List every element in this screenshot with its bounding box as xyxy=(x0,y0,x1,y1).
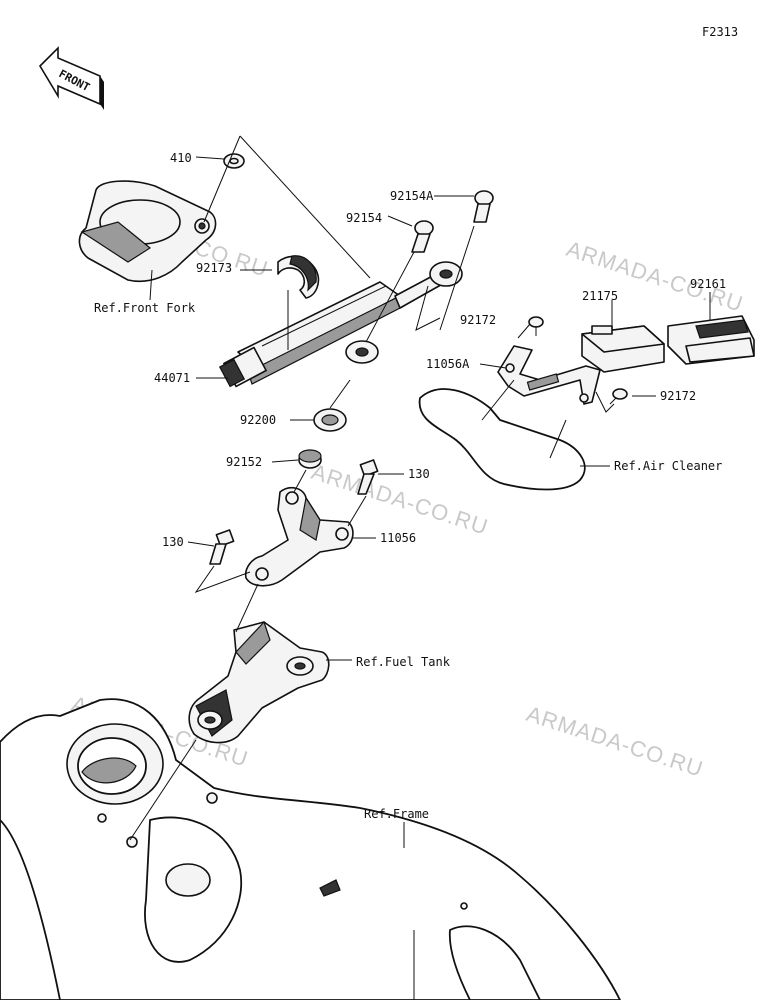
connector-21175 xyxy=(581,325,665,373)
label-92200: 92200 xyxy=(240,413,276,427)
bracket-11056 xyxy=(244,486,354,587)
label-11056: 11056 xyxy=(380,531,416,545)
watermarks: ARMADA-CO.RU ARMADA-CO.RU ARMADA-CO.RU A… xyxy=(68,201,746,782)
label-44071: 44071 xyxy=(154,371,190,385)
washer-92200 xyxy=(313,408,347,432)
label-130-right: 130 xyxy=(408,467,430,481)
clip-92173 xyxy=(277,255,320,299)
label-92152: 92152 xyxy=(226,455,262,469)
screw-92172-right xyxy=(609,388,628,405)
frame xyxy=(0,698,621,1000)
label-ref-front-fork: Ref.Front Fork xyxy=(94,301,196,315)
label-ref-air-cleaner: Ref.Air Cleaner xyxy=(614,459,722,473)
label-130-left: 130 xyxy=(162,535,184,549)
steering-damper xyxy=(218,261,463,388)
leader-lines xyxy=(129,135,711,1000)
label-92173: 92173 xyxy=(196,261,232,275)
air-cleaner-assembly xyxy=(418,345,601,491)
washer-410 xyxy=(223,153,245,169)
label-92154A: 92154A xyxy=(390,189,434,203)
label-ref-frame: Ref.Frame xyxy=(364,807,429,821)
fuel-tank-bracket xyxy=(188,620,330,744)
label-92154: 92154 xyxy=(346,211,382,225)
label-11056A: 11056A xyxy=(426,357,470,371)
bolt-130-left xyxy=(209,529,235,565)
screw-92172-top xyxy=(528,316,544,336)
front-fork-clamp xyxy=(78,180,217,282)
label-92172-right: 92172 xyxy=(660,389,696,403)
label-ref-fuel-tank: Ref.Fuel Tank xyxy=(356,655,451,669)
callout-labels: 410 92154A 92154 92173 Ref.Front Fork 44… xyxy=(94,151,726,821)
figure-code: F2313 xyxy=(702,25,738,39)
label-21175: 21175 xyxy=(582,289,618,303)
collar-92152 xyxy=(298,449,322,469)
bolt-92154 xyxy=(411,220,434,253)
connector-92161 xyxy=(667,315,755,365)
front-arrow-icon: FRONT xyxy=(38,46,104,110)
label-410: 410 xyxy=(170,151,192,165)
label-92172-top: 92172 xyxy=(460,313,496,327)
bolt-92154A xyxy=(473,190,494,223)
watermark-4: ARMADA-CO.RU xyxy=(523,701,706,782)
bolt-130-right xyxy=(357,459,379,495)
label-92161: 92161 xyxy=(690,277,726,291)
